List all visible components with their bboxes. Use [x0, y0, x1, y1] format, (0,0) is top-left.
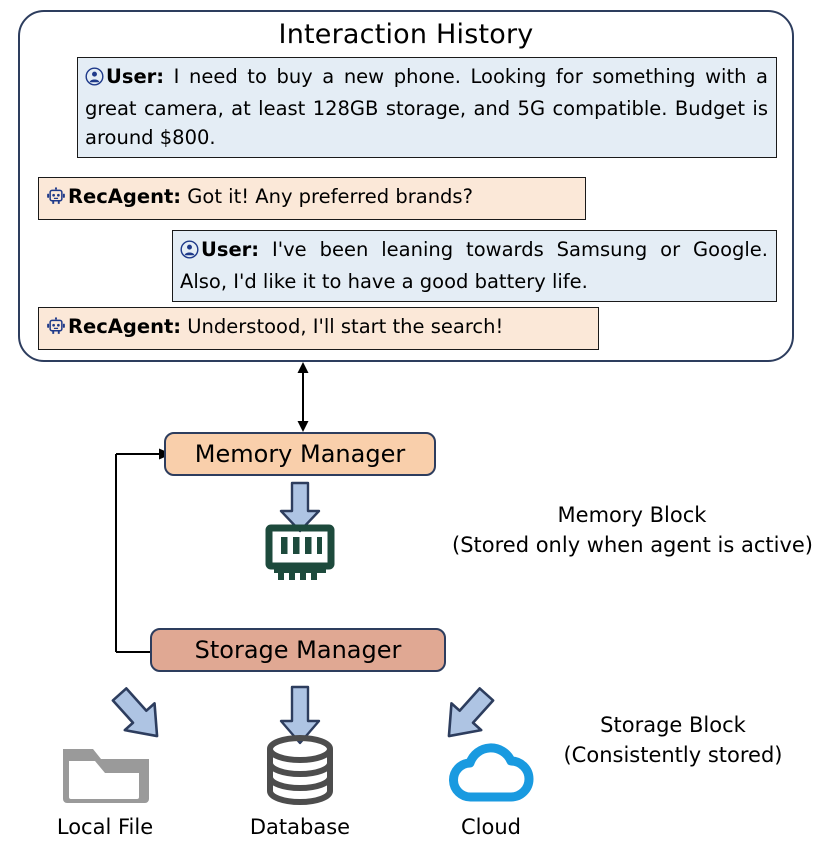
robot-avatar-icon [46, 315, 66, 344]
cloud-icon [448, 740, 534, 804]
arrow-down-memory-icon [279, 481, 321, 533]
memory-block-subtitle: (Stored only when agent is active) [452, 533, 813, 557]
memory-chip-icon [265, 524, 335, 584]
chat-message-agent-2: RecAgent: Understood, I'll start the sea… [38, 307, 599, 350]
storage-block-annotation: Storage Block (Consistently stored) [528, 710, 818, 770]
chat-message-user-1: User: I need to buy a new phone. Looking… [77, 57, 777, 158]
chat-message-text: I need to buy a new phone. Looking for s… [85, 65, 768, 149]
storage-block-subtitle: (Consistently stored) [563, 743, 783, 767]
chat-speaker-label: User: [201, 238, 260, 261]
chat-message-agent-1: RecAgent: Got it! Any preferred brands? [38, 177, 586, 220]
chat-message-user-2: User: I've been leaning towards Samsung … [172, 230, 777, 302]
arrow-down-left-local-file-icon [111, 687, 159, 738]
storage-target-label-cloud: Cloud [461, 815, 521, 839]
connector-history-memory-arrow [297, 362, 309, 432]
robot-avatar-icon [46, 185, 66, 214]
folder-icon [57, 737, 155, 809]
chat-speaker-label: RecAgent: [68, 315, 182, 338]
page-title: Interaction History [278, 19, 534, 50]
memory-block-title: Memory Block [557, 503, 707, 527]
interaction-history-panel: Interaction History User: I need to buy … [18, 10, 794, 362]
chat-message-text: I've been leaning towards Samsung or Goo… [180, 238, 769, 293]
arrow-down-database-icon [279, 685, 321, 745]
memory-manager-label: Memory Manager [194, 440, 406, 468]
storage-target-label-local-file: Local File [56, 815, 154, 839]
storage-manager-box[interactable]: Storage Manager [150, 628, 446, 672]
user-avatar-icon [85, 65, 104, 94]
chat-speaker-label: User: [106, 65, 165, 88]
storage-block-title: Storage Block [600, 713, 746, 737]
storage-target-label-database: Database [249, 815, 351, 839]
storage-manager-label: Storage Manager [194, 636, 402, 664]
memory-block-annotation: Memory Block (Stored only when agent is … [452, 500, 813, 560]
memory-manager-box[interactable]: Memory Manager [164, 432, 436, 476]
chat-message-text: Understood, I'll start the search! [187, 315, 504, 338]
database-icon [262, 733, 338, 809]
user-avatar-icon [180, 238, 199, 267]
chat-message-text: Got it! Any preferred brands? [187, 185, 473, 208]
chat-speaker-label: RecAgent: [68, 185, 182, 208]
arrow-down-right-cloud-icon [447, 687, 495, 738]
